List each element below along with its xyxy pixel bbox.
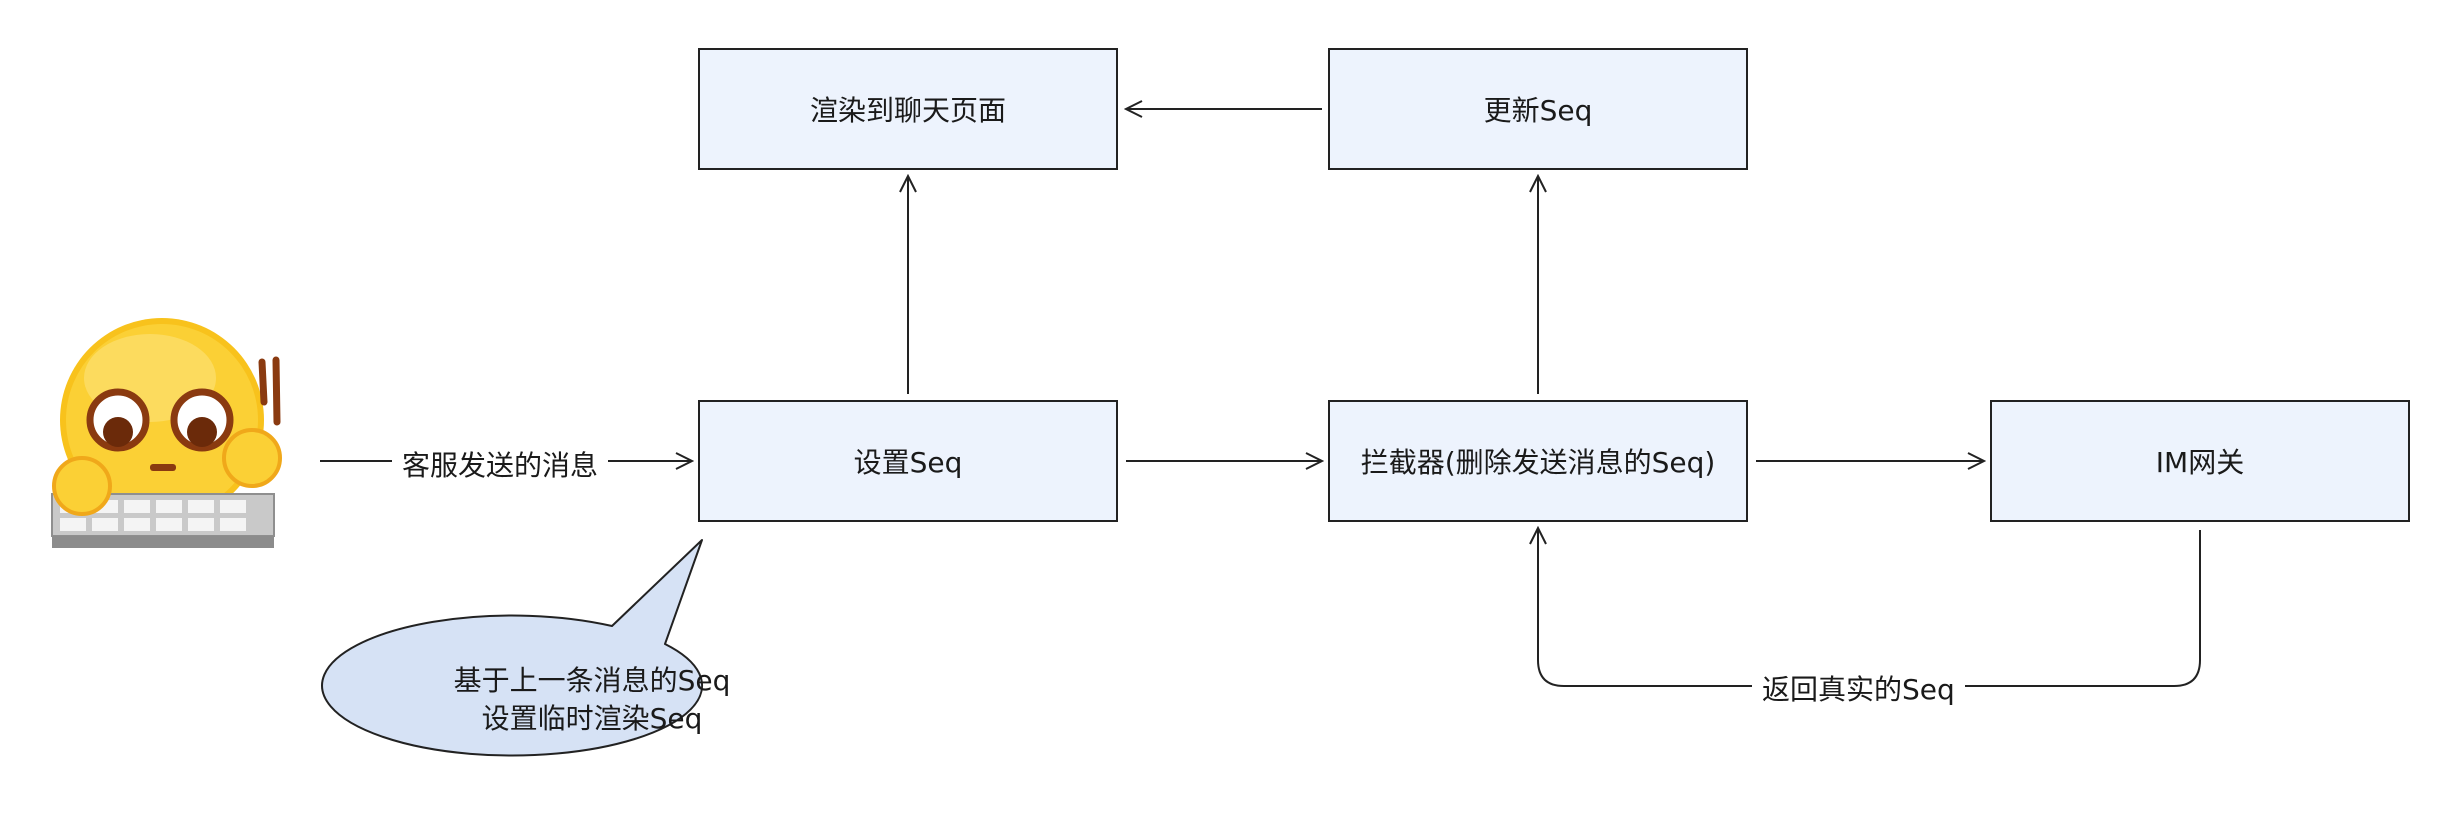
update-seq-box: 更新Seq [1328,48,1748,170]
im-gateway-label: IM网关 [2155,446,2245,479]
update-seq-label: 更新Seq [1483,94,1593,127]
callout-text: 基于上一条消息的Seq 设置临时渲染Seq [400,662,784,738]
callout-line-1: 基于上一条消息的Seq [453,664,731,697]
typing-emoji-icon [51,318,282,548]
interceptor-box: 拦截器(删除发送消息的Seq) [1328,400,1748,522]
return-seq-edge-label: 返回真实的Seq [1752,668,1965,708]
send-message-edge-label: 客服发送的消息 [392,444,609,484]
set-seq-box: 设置Seq [698,400,1118,522]
callout-bubble [321,539,703,757]
interceptor-label: 拦截器(删除发送消息的Seq) [1360,446,1716,479]
set-seq-label: 设置Seq [853,446,963,479]
im-gateway-box: IM网关 [1990,400,2410,522]
render-chat-page-label: 渲染到聊天页面 [809,94,1006,127]
render-chat-page-box: 渲染到聊天页面 [698,48,1118,170]
callout-line-2: 设置临时渲染Seq [481,702,703,735]
arrow-im-to-interceptor [1538,528,2201,687]
